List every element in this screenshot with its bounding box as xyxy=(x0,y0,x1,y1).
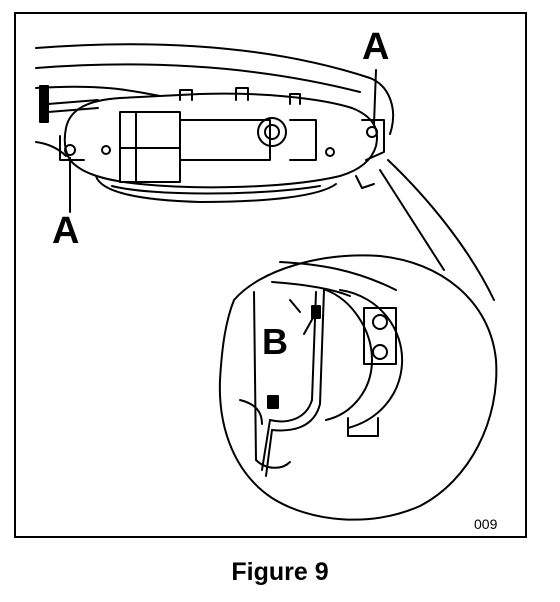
reference-number: 009 xyxy=(474,516,498,532)
left-mounting-point xyxy=(59,135,85,213)
magnifier-leader-lines xyxy=(379,159,495,301)
detail-magnifier xyxy=(218,254,498,521)
mounting-stud xyxy=(39,85,99,123)
right-mounting-point xyxy=(355,69,385,189)
instrument-cluster-housing xyxy=(63,87,378,203)
callout-a-top: A xyxy=(362,26,390,68)
callout-b: B xyxy=(262,321,288,362)
callout-a-left: A xyxy=(52,210,80,252)
figure-caption: Figure 9 xyxy=(231,558,329,586)
